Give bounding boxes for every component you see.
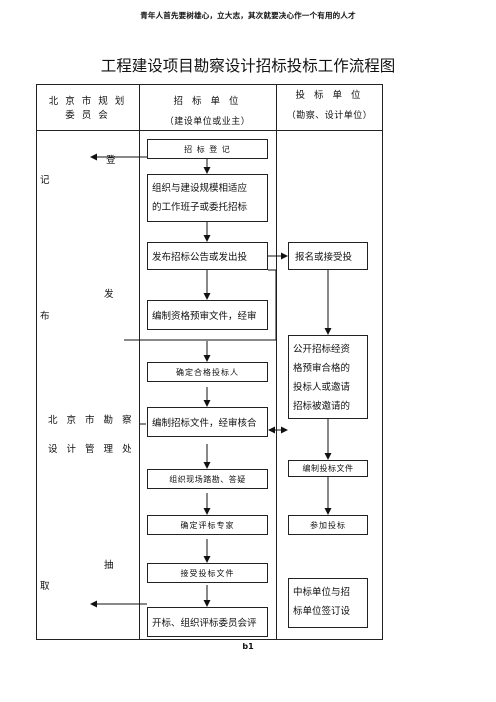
label-publish-1: 发 bbox=[104, 289, 118, 300]
step-prequalification-docs: 编制资格预审文件，经审 bbox=[147, 300, 268, 330]
column-divider-right bbox=[276, 84, 277, 640]
header-motto: 青年人首先要树雄心，立大志，其次就要决心作一个有用的人才 bbox=[140, 11, 356, 20]
step-sign-contract: 中标单位与招 标单位签订设 bbox=[288, 578, 368, 628]
label-register-1: 登 bbox=[106, 155, 120, 166]
column-divider-left bbox=[139, 84, 140, 640]
column-subheader-tenderer: （建设单位或业主） bbox=[164, 117, 251, 127]
step-attend-bidding: 参加投标 bbox=[288, 515, 368, 535]
step-form-work-team: 组织与建设规模相适应 的工作班子或委托招标 bbox=[147, 174, 268, 222]
label-draw-1: 抽 bbox=[104, 560, 118, 571]
step-publish-notice: 发布招标公告或发出投 bbox=[147, 242, 268, 270]
step-bid-registration: 招 标 登 记 bbox=[147, 139, 268, 159]
header-divider bbox=[36, 130, 383, 131]
step-qualified-invited: 公开招标经资 格预审合格的 投标人或邀请 招标被邀请的 bbox=[288, 335, 368, 419]
label-publish-2: 布 bbox=[40, 311, 54, 322]
step-bid-opening: 开标、组织评标委员会评 bbox=[147, 607, 268, 637]
step-evaluation-experts: 确定评标专家 bbox=[147, 515, 268, 535]
column-subheader-bidder: （勘察、设计单位） bbox=[286, 111, 373, 121]
line-publish bbox=[124, 269, 277, 341]
step-receive-bids: 接受投标文件 bbox=[147, 563, 268, 583]
step-register-or-accept: 报名或接受投 bbox=[288, 242, 368, 270]
step-tender-documents: 编制招标文件，经审核合 bbox=[147, 407, 268, 437]
label-survey-design-office-1: 北 京 市 勘 察 bbox=[48, 415, 135, 426]
column-header-bidder: 投 标 单 位 bbox=[295, 90, 364, 101]
label-register-2: 记 bbox=[40, 175, 54, 186]
step-site-survey: 组织现场踏勘、答疑 bbox=[147, 469, 268, 489]
column-header-tenderer: 招 标 单 位 bbox=[173, 96, 242, 107]
page-number: b1 bbox=[242, 642, 254, 651]
label-draw-2: 取 bbox=[40, 581, 54, 592]
column-header-planning-commission: 北 京 市 规 划 委 员 会 bbox=[48, 96, 127, 121]
flowchart-frame bbox=[36, 84, 383, 640]
step-prepare-bid: 编制投标文件 bbox=[288, 460, 368, 477]
step-qualified-bidders: 确定合格投标人 bbox=[147, 362, 268, 382]
label-survey-design-office-2: 设 计 管 理 处 bbox=[48, 444, 135, 455]
page-title: 工程建设项目勘察设计招标投标工作流程图 bbox=[100, 57, 396, 75]
